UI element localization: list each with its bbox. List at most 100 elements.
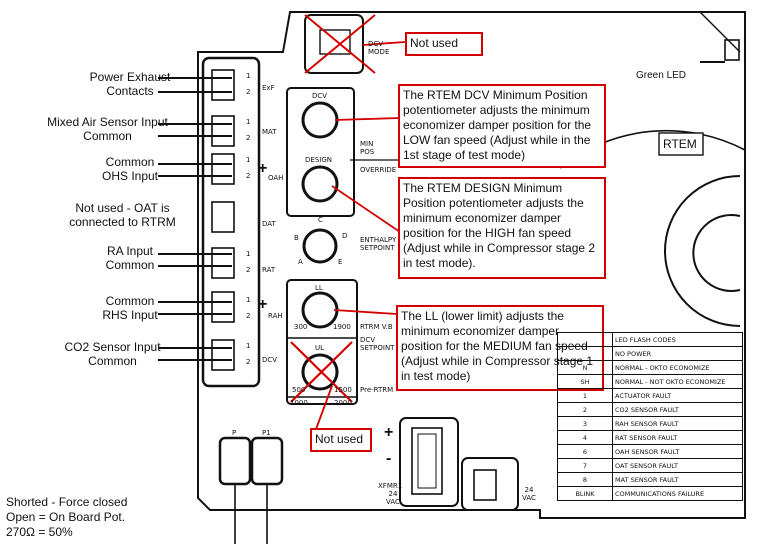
table-cell: [557, 332, 613, 347]
p1-connector-label: P1: [262, 429, 271, 437]
callout-design-min-position: The RTEM DESIGN Minimum Position potenti…: [398, 177, 606, 279]
pin-label: 1: [246, 118, 251, 126]
pin-label: 2: [246, 134, 251, 142]
ul-pot-label: UL: [315, 344, 325, 352]
enth-letter: A: [298, 258, 303, 266]
pre-rtrm-label: Pre-RTRM: [360, 386, 394, 394]
terminal-oah: OAH: [268, 174, 284, 182]
flash-code: 8: [557, 472, 613, 487]
flash-code: 3: [557, 416, 613, 431]
pin-label: 1: [246, 156, 251, 164]
flash-code: 1: [557, 388, 613, 403]
bottom-note: Shorted - Force closed Open = On Board P…: [6, 495, 128, 539]
callout-dcv-min-position: The RTEM DCV Minimum Position potentiome…: [398, 84, 606, 168]
label-power-exhaust: Power Exhaust Contacts: [89, 70, 171, 98]
design-pot-label: DESIGN: [305, 156, 332, 164]
terminal-mat: MAT: [262, 128, 277, 136]
flash-code: 7: [557, 458, 613, 473]
label-ra-input: RA Input Common: [105, 244, 155, 272]
label-mixed-air: Mixed Air Sensor Input Common: [47, 115, 168, 143]
flash-description: OAT SENSOR FAULT: [612, 458, 743, 473]
label-oat-not-used: Not used - OAT is connected to RTRM: [69, 201, 176, 229]
rtem-label: RTEM: [663, 137, 697, 151]
terminal-rah: RAH: [268, 312, 283, 320]
terminal-dcv: DCV: [262, 356, 278, 364]
pin-label: 1: [246, 342, 251, 350]
pin-label: 2: [246, 266, 251, 274]
ul-high: 1500: [334, 386, 352, 394]
ul-b-high: 2000: [334, 399, 352, 407]
ul-low: 500: [292, 386, 306, 394]
terminal-exf: ExF: [262, 84, 275, 92]
pin-label: 1: [246, 250, 251, 258]
dcv-pot-label: DCV: [312, 92, 328, 100]
flash-description: MAT SENSOR FAULT: [612, 472, 743, 487]
ul-b-low: 1000: [290, 399, 308, 407]
flash-description: RAH SENSOR FAULT: [612, 416, 743, 431]
terminal-rat: RAT: [262, 266, 276, 274]
flash-description: OAH SENSOR FAULT: [612, 444, 743, 459]
pin-label: 1: [246, 72, 251, 80]
flash-description: COMMUNICATIONS FAILURE: [612, 486, 743, 501]
pin-label: 2: [246, 312, 251, 320]
minus-sign: -: [386, 450, 392, 467]
plus-sign: +: [384, 424, 394, 441]
vac-left-label: 24 VAC: [386, 490, 400, 506]
ll-high: 1900: [333, 323, 351, 331]
plus-sign: +: [258, 160, 268, 177]
flash-description: NORMAL - OKTO ECONOMIZE: [612, 360, 743, 375]
label-ohs: Common OHS Input: [101, 155, 159, 183]
flash-description: ACTUATOR FAULT: [612, 388, 743, 403]
rtrm-label: RTRM V.B: [360, 323, 393, 331]
green-led-label: Green LED: [636, 70, 687, 81]
enth-letter: B: [294, 234, 299, 242]
pin-label: 2: [246, 358, 251, 366]
flash-code: [557, 346, 613, 361]
min-pos-label: MIN POS: [360, 140, 375, 156]
vac-right-label: 24 VAC: [522, 486, 536, 502]
flash-code: 2: [557, 402, 613, 417]
flash-code: SH: [557, 374, 613, 389]
callout-not-used-top: Not used: [405, 32, 483, 56]
flash-code: N: [557, 360, 613, 375]
table-header-row: LED FLASH CODES: [557, 332, 743, 347]
ll-low: 300: [294, 323, 308, 331]
dcv-mode-label: DCV MODE: [368, 40, 390, 56]
enthalpy-setpoint-label: ENTHALPY SETPOINT: [360, 236, 397, 252]
flash-description: NO POWER: [612, 346, 743, 361]
pin-label: 2: [246, 172, 251, 180]
callout-not-used-bottom: Not used: [310, 428, 372, 452]
table-row: NO POWER: [557, 346, 743, 361]
flash-code: BLINK: [557, 486, 613, 501]
enth-letter: E: [338, 258, 343, 266]
p-connector-label: P: [232, 429, 237, 437]
pin-label: 1: [246, 296, 251, 304]
plus-sign: +: [258, 296, 268, 313]
label-co2: CO2 Sensor Input Common: [64, 340, 161, 368]
terminal-dat: DAT: [262, 220, 276, 228]
flash-description: CO2 SENSOR FAULT: [612, 402, 743, 417]
pin-label: 2: [246, 88, 251, 96]
flash-description: RAT SENSOR FAULT: [612, 430, 743, 445]
enth-letter: C: [318, 216, 323, 224]
dcv-setpoint-label: DCV SETPOINT: [360, 336, 395, 352]
flash-code: 4: [557, 430, 613, 445]
flash-code: 6: [557, 444, 613, 459]
enth-letter: D: [342, 232, 348, 240]
flash-description: NORMAL - NOT OKTO ECONOMIZE: [612, 374, 743, 389]
ll-pot-label: LL: [315, 284, 323, 292]
label-rhs: Common RHS Input: [102, 294, 158, 322]
xfmr-label: XFMR1: [378, 482, 403, 490]
